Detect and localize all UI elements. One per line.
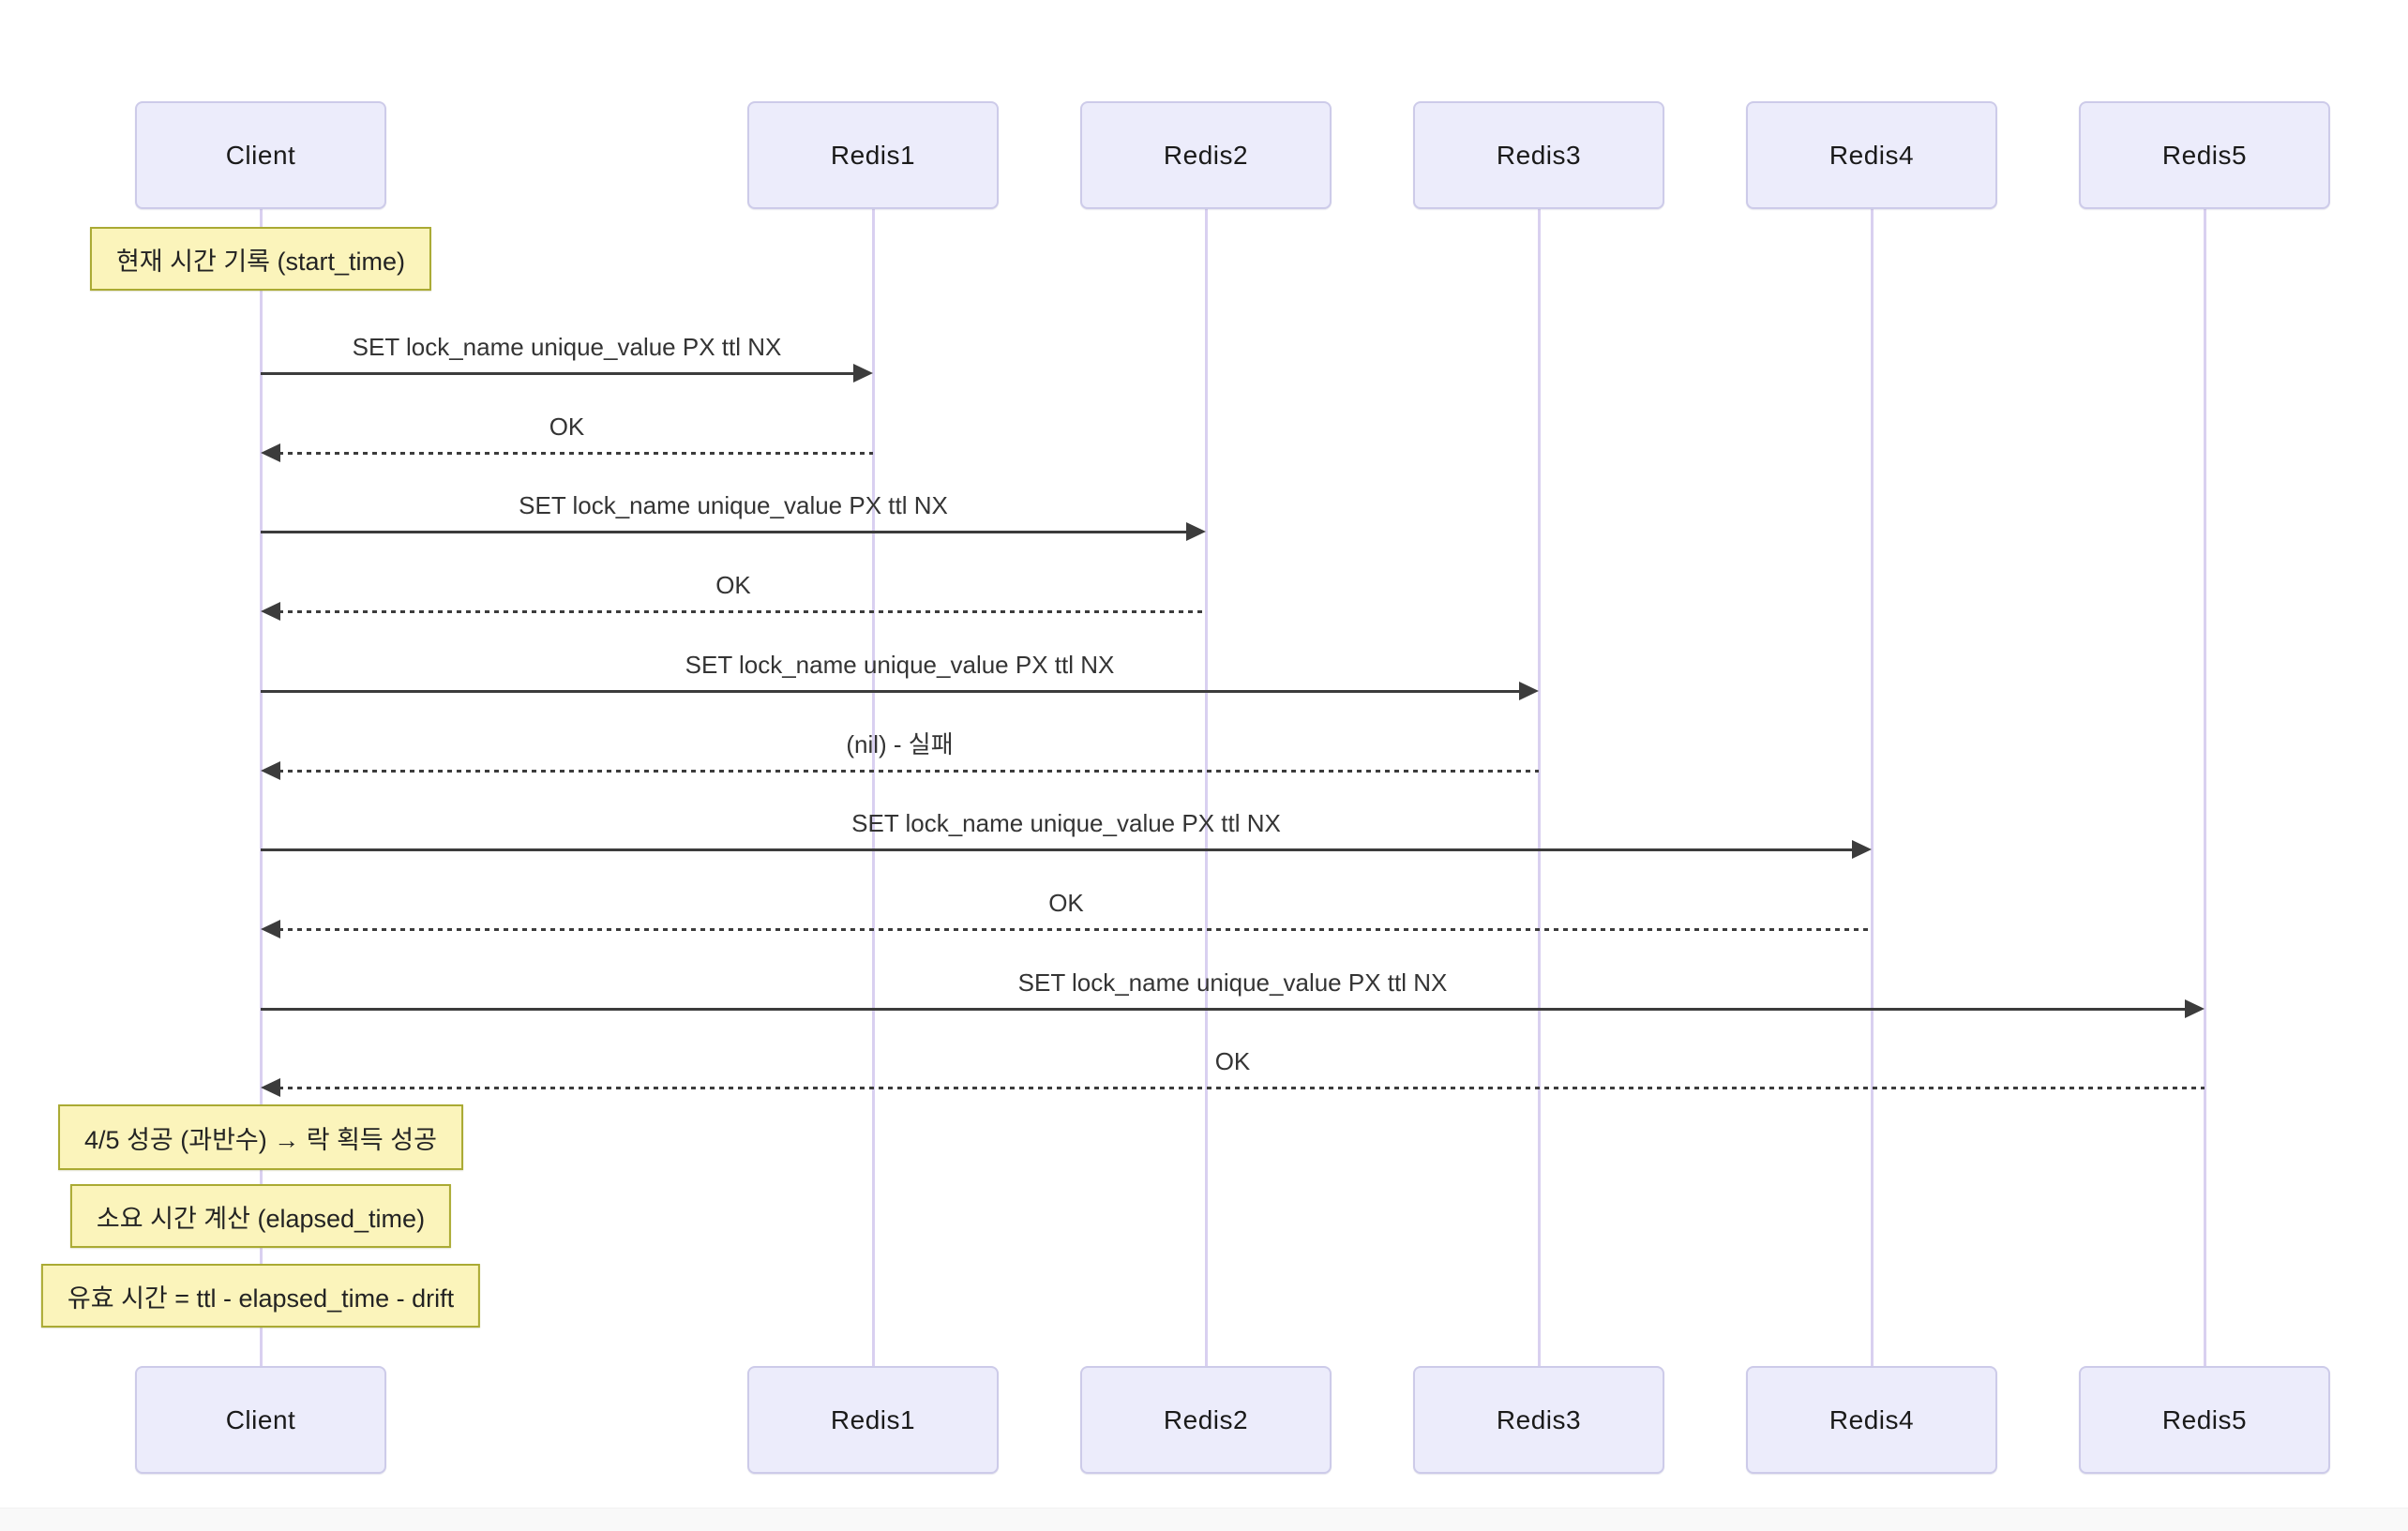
actor-label-redis2: Redis2	[1163, 1404, 1249, 1434]
actor-box-top-redis4: Redis4	[1746, 101, 1997, 209]
actor-label-redis3: Redis3	[1496, 1404, 1582, 1434]
message-label: SET lock_name unique_value PX ttl NX	[851, 809, 1281, 837]
arrowhead	[261, 602, 280, 621]
message-label: OK	[1214, 1047, 1251, 1075]
message-label: (nil) - 실패	[846, 730, 954, 758]
actor-label-redis4: Redis4	[1829, 140, 1915, 170]
lifeline-redis2	[1204, 209, 1208, 1366]
message-line	[261, 1007, 2187, 1011]
message-line	[261, 848, 1854, 851]
actor-label-redis4: Redis4	[1829, 1404, 1915, 1434]
note-over-client: 4/5 성공 (과반수) → 락 획득 성공	[58, 1104, 463, 1170]
message-label: OK	[715, 571, 751, 599]
message-label: SET lock_name unique_value PX ttl NX	[685, 651, 1115, 679]
message-label: OK	[1048, 889, 1084, 917]
message-line	[278, 1086, 2205, 1089]
message-line	[261, 530, 1188, 533]
lifeline-redis4	[1870, 209, 1874, 1366]
actor-label-redis1: Redis1	[830, 1404, 916, 1434]
message-line	[261, 371, 855, 375]
actor-label-client: Client	[225, 140, 296, 170]
lifeline-redis1	[871, 209, 875, 1366]
actor-box-top-redis3: Redis3	[1413, 101, 1664, 209]
actor-label-redis2: Redis2	[1163, 140, 1249, 170]
message-line	[278, 769, 1539, 773]
message-line	[278, 609, 1206, 613]
message-label: SET lock_name unique_value PX ttl NX	[1017, 968, 1448, 997]
actor-label-redis3: Redis3	[1496, 140, 1582, 170]
actor-box-bottom-redis2: Redis2	[1080, 1366, 1332, 1474]
arrowhead	[261, 920, 280, 938]
message-line	[261, 689, 1521, 693]
message-label: SET lock_name unique_value PX ttl NX	[519, 491, 948, 519]
actor-label-redis5: Redis5	[2161, 1404, 2248, 1434]
actor-box-top-client: Client	[135, 101, 386, 209]
actor-box-top-redis1: Redis1	[747, 101, 999, 209]
arrowhead	[853, 364, 873, 383]
actor-box-bottom-redis3: Redis3	[1413, 1366, 1664, 1474]
note-over-client: 현재 시간 기록 (start_time)	[89, 227, 432, 291]
lifeline-client	[259, 209, 263, 1366]
arrowhead	[1186, 522, 1206, 541]
message-line	[278, 451, 873, 455]
arrowhead	[2185, 999, 2205, 1018]
arrowhead	[1852, 840, 1872, 859]
actor-label-client: Client	[225, 1404, 296, 1434]
actor-label-redis1: Redis1	[830, 140, 916, 170]
actor-box-bottom-client: Client	[135, 1366, 386, 1474]
lifeline-redis5	[2203, 209, 2206, 1366]
note-over-client: 소요 시간 계산 (elapsed_time)	[69, 1184, 452, 1248]
arrowhead	[261, 761, 280, 780]
message-label: SET lock_name unique_value PX ttl NX	[352, 333, 782, 361]
actor-box-bottom-redis4: Redis4	[1746, 1366, 1997, 1474]
message-label: OK	[549, 413, 585, 441]
footer-strip	[0, 1508, 2408, 1531]
arrowhead	[261, 1078, 280, 1097]
arrowhead	[261, 443, 280, 462]
message-line	[278, 927, 1872, 931]
actor-label-redis5: Redis5	[2161, 140, 2248, 170]
actor-box-bottom-redis5: Redis5	[2079, 1366, 2330, 1474]
lifeline-redis3	[1537, 209, 1541, 1366]
actor-box-bottom-redis1: Redis1	[747, 1366, 999, 1474]
note-over-client: 유효 시간 = ttl - elapsed_time - drift	[40, 1264, 481, 1328]
actor-box-top-redis2: Redis2	[1080, 101, 1332, 209]
arrowhead	[1519, 682, 1539, 700]
actor-box-top-redis5: Redis5	[2079, 101, 2330, 209]
